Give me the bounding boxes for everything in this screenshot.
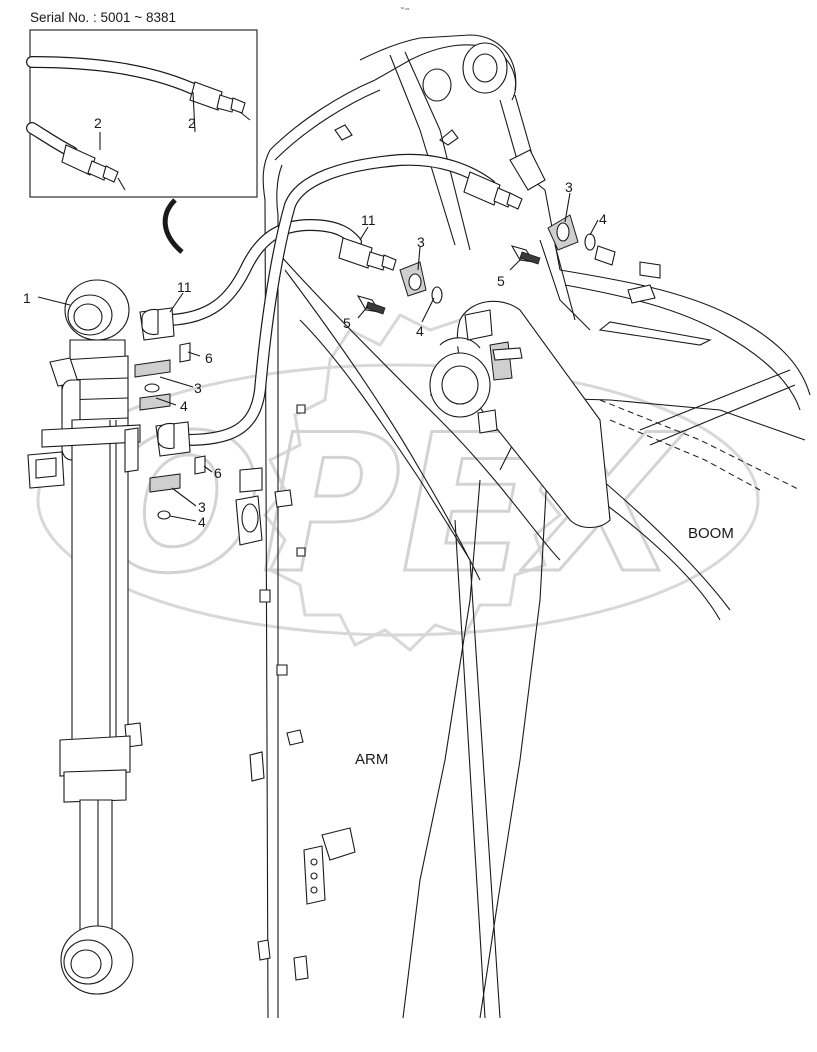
callout-6-upper: 6: [205, 350, 213, 366]
arm-cylinder: [27, 279, 143, 995]
serial-number-label: Serial No. : 5001 ~ 8381: [30, 10, 176, 25]
callout-4-right: 4: [599, 211, 607, 227]
inset-frame: [29, 29, 258, 198]
inset-hose-upper: [26, 56, 246, 114]
serial-inset: Serial No. : 5001 ~ 8381 2 2: [26, 10, 258, 198]
callout-3-left-upper: 3: [194, 380, 202, 396]
callout-5-mid: 5: [343, 315, 351, 331]
continuation-arc: [162, 198, 184, 254]
callout-11-left: 11: [177, 279, 192, 295]
flange-fittings: [134, 214, 616, 520]
callout-numbers: 1 11 11 3 4 5 3 4 5 6 3 4 6 3 4: [23, 179, 607, 530]
header-mark: ™ •••: [400, 6, 410, 11]
callout-4-mid: 4: [416, 323, 424, 339]
callout-11-top: 11: [361, 212, 376, 228]
leader-lines: [37, 192, 599, 522]
hydraulic-hoses: [139, 153, 523, 457]
callout-4-left-lower: 4: [198, 514, 206, 530]
callout-3-right: 3: [565, 179, 573, 195]
inset-hose-lower: [26, 122, 119, 183]
boom-label: BOOM: [688, 525, 734, 542]
callout-3-left-lower: 3: [198, 499, 206, 515]
callout-3-mid: 3: [417, 234, 425, 250]
callout-1: 1: [23, 290, 31, 306]
callout-6-lower: 6: [214, 465, 222, 481]
arm-structure: [235, 149, 611, 1019]
inset-callout-2-left: 2: [94, 115, 102, 131]
callout-4-left-upper: 4: [180, 398, 188, 414]
inset-callout-2-right: 2: [188, 115, 196, 131]
callout-5-right: 5: [497, 273, 505, 289]
arm-label: ARM: [355, 751, 388, 768]
